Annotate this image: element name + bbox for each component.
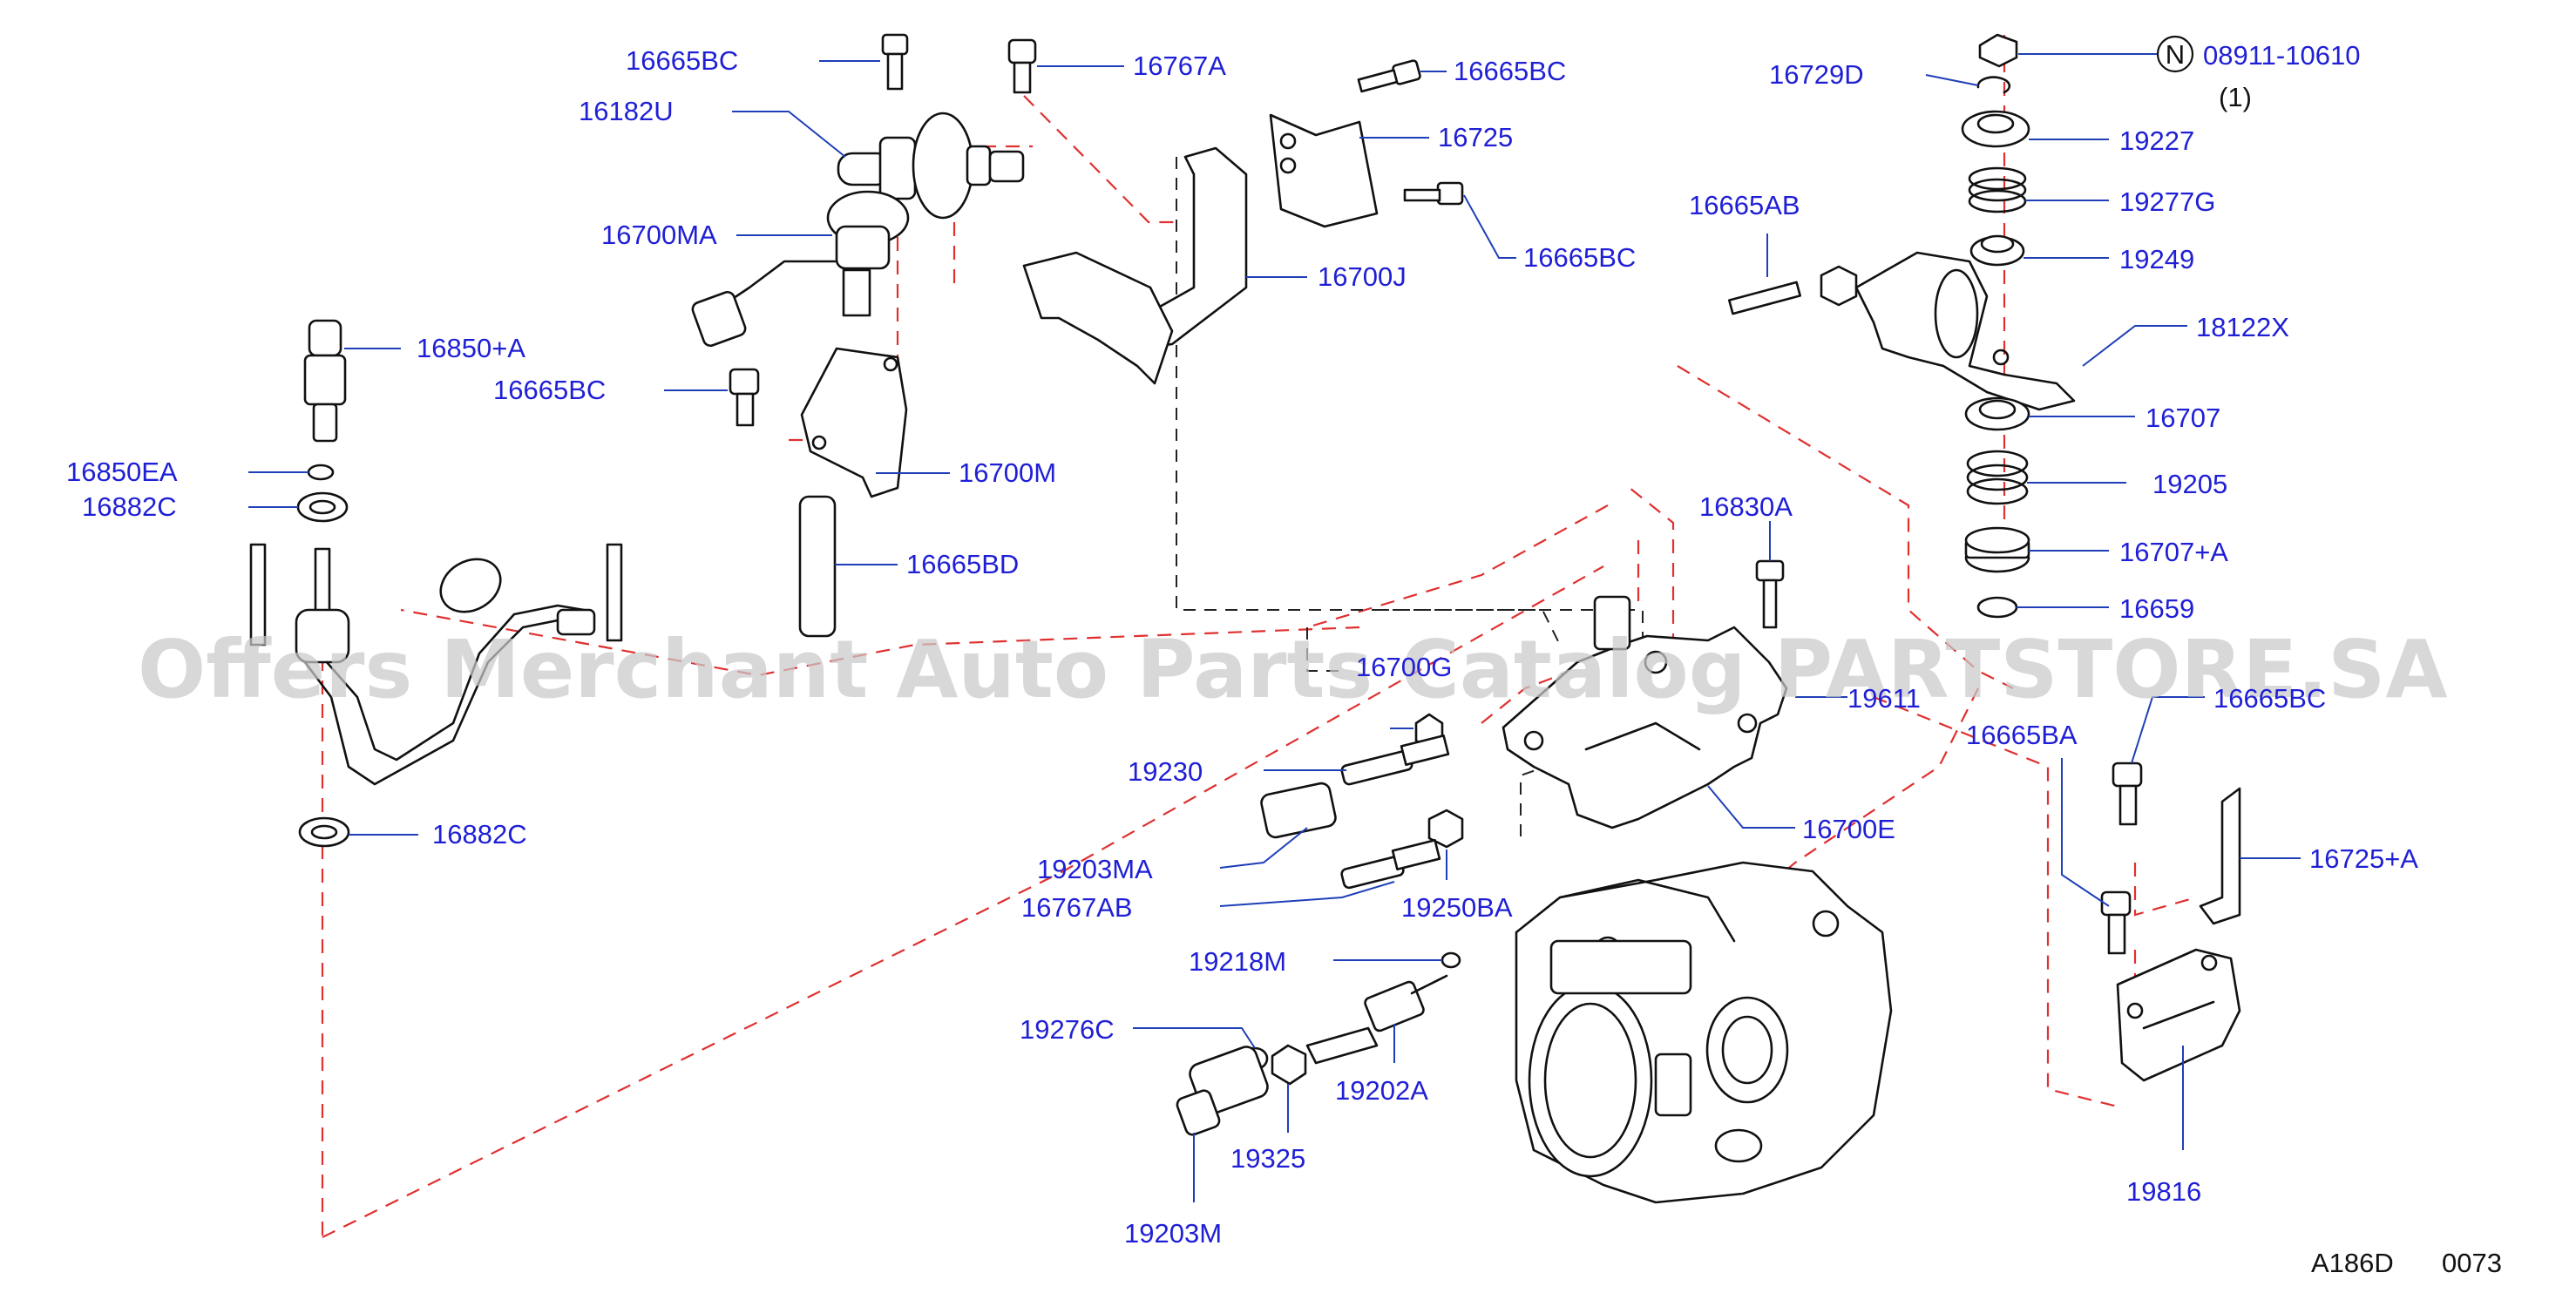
label-16830A: 16830A [1699, 491, 1793, 522]
washer-16850EA [307, 464, 335, 481]
bolt-16665BC-mid [1403, 181, 1464, 206]
label-16700J: 16700J [1318, 261, 1407, 292]
screw-19230 [1340, 734, 1450, 786]
pipe-assembly [249, 543, 623, 786]
actuator-16182U [837, 112, 1025, 220]
diagram-page-number: 0073 [2442, 1248, 2502, 1278]
nut-19250BA [1427, 809, 1464, 849]
collar-19249 [1969, 234, 2025, 267]
label-19202A: 19202A [1335, 1075, 1428, 1106]
bolt-16665BA [2100, 890, 2132, 955]
nut-08911 [1978, 33, 2018, 68]
spring-19277G [1968, 166, 2027, 213]
throttle-body [1515, 861, 1893, 1204]
label-19205: 19205 [2152, 469, 2227, 499]
label-16665BC-b: 16665BC [1454, 56, 1566, 86]
label-19218M: 19218M [1189, 946, 1286, 977]
label-16665BC-c: 16665BC [1523, 242, 1636, 273]
label-16665BC-e: 16665BC [2213, 683, 2326, 714]
bracket-16700J [1022, 146, 1248, 385]
label-16182U: 16182U [579, 96, 674, 126]
plate-16700M [800, 347, 908, 498]
needle-19202A [1305, 974, 1448, 1065]
label-19230: 19230 [1128, 756, 1203, 787]
washer-16882C-top [296, 491, 349, 523]
label-16850A: 16850+A [417, 333, 525, 363]
spacer-16665BD [798, 495, 837, 638]
label-16882C-b: 16882C [432, 819, 527, 850]
label-16767A: 16767A [1133, 51, 1226, 81]
label-18122X: 18122X [2196, 312, 2289, 342]
bracket-16725A [2199, 787, 2241, 925]
label-16665BC-a: 16665BC [626, 45, 738, 76]
watermark-text: Offers Merchant Auto Parts Catalog PARTS… [138, 623, 2448, 716]
label-16707: 16707 [2146, 403, 2220, 433]
label-08911-10610: 08911-10610 [2203, 40, 2360, 71]
label-16850EA: 16850EA [66, 457, 178, 487]
label-16707A: 16707+A [2119, 537, 2228, 567]
bolt-16830A [1755, 559, 1785, 629]
label-16882C-a: 16882C [82, 491, 177, 522]
clip-16729D [1976, 76, 2011, 94]
label-16767AB: 16767AB [1021, 892, 1133, 923]
label-16729D: 16729D [1769, 59, 1864, 90]
bolt-16767A [1007, 38, 1037, 94]
collar-19227 [1961, 110, 2030, 148]
label-16700MA: 16700MA [601, 220, 717, 250]
label-16700E: 16700E [1802, 814, 1895, 844]
label-19249: 19249 [2119, 244, 2194, 274]
label-16725: 16725 [1438, 122, 1513, 152]
part-labels: 16665BC 16767A 16665BC 16182U 16725 1670… [66, 35, 2418, 1249]
sensor-16700MA [691, 190, 910, 348]
label-16725A: 16725+A [2309, 843, 2418, 874]
label-19277G: 19277G [2119, 186, 2215, 217]
washer-16659 [1976, 596, 2018, 619]
sender-16850A [303, 319, 347, 443]
svg-text:N: N [2166, 39, 2185, 70]
housing-16700E [1502, 595, 1788, 829]
washer-16882C-bottom [298, 816, 350, 848]
label-16665AB: 16665AB [1689, 190, 1800, 220]
n-badge: N [2156, 35, 2194, 73]
collar-16707 [1964, 396, 2030, 431]
leader-lines [248, 53, 2301, 1202]
oring-19218M [1441, 951, 1461, 969]
stud-16665AB [1727, 265, 1858, 315]
lever-18122X [1854, 251, 2076, 411]
label-19203M: 19203M [1124, 1218, 1222, 1249]
screw-16767AB [1340, 838, 1441, 890]
cap-16707A [1964, 526, 2030, 573]
label-16700M: 16700M [959, 457, 1056, 488]
label-19276C: 19276C [1020, 1014, 1115, 1045]
quantity-note: (1) [2219, 82, 2252, 112]
label-16659: 16659 [2119, 593, 2194, 624]
bolt-16665BC-plate [729, 368, 760, 427]
plate-19816 [2116, 948, 2241, 1082]
bolt-16665BC-bracket [1357, 59, 1421, 93]
spring-19205 [1966, 450, 2029, 505]
cap-19203M [1176, 1046, 1269, 1136]
label-19250BA: 19250BA [1401, 892, 1513, 923]
label-16665BC-d: 16665BC [493, 375, 606, 405]
bolt-16665BC-lower-right [2112, 762, 2143, 826]
cap-19203MA [1260, 782, 1337, 839]
bolt-16665BC-top [881, 33, 909, 91]
label-19203MA: 19203MA [1037, 854, 1153, 884]
label-16665BD: 16665BD [906, 549, 1019, 579]
label-19325: 19325 [1230, 1143, 1305, 1174]
label-19816: 19816 [2126, 1176, 2201, 1207]
diagram-code: A186D [2311, 1248, 2394, 1278]
bracket-16725 [1269, 113, 1379, 228]
nut-19325 [1271, 1044, 1307, 1086]
label-16700G: 16700G [1356, 652, 1452, 682]
label-16665BA: 16665BA [1966, 720, 2078, 750]
label-19611: 19611 [1847, 683, 1921, 714]
label-19227: 19227 [2119, 125, 2194, 156]
